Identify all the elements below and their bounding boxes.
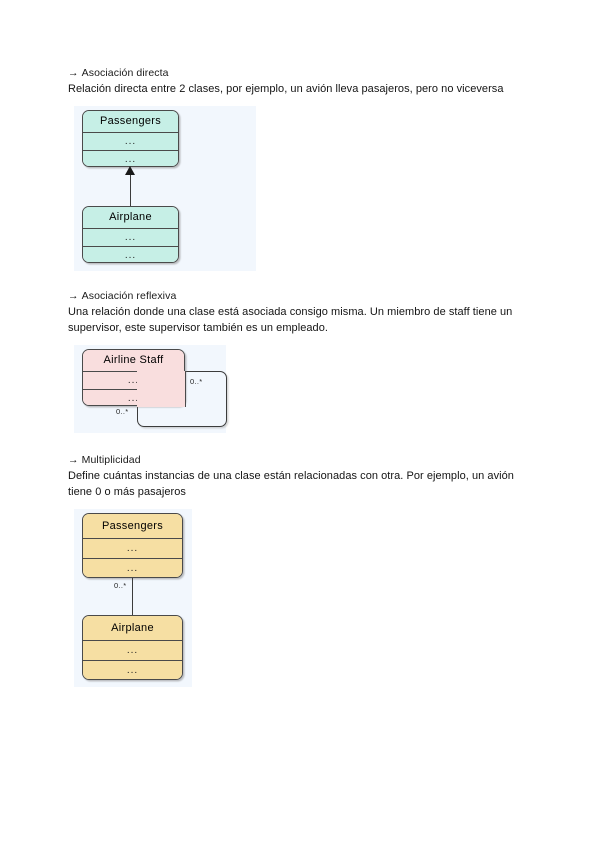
diagram-asociacion-directa: Passengers ... ... Airplane ... xyxy=(74,106,256,271)
arrow-icon: → xyxy=(68,290,79,302)
association-line xyxy=(131,578,134,615)
uml-class-passengers[interactable]: Passengers ... ... xyxy=(82,110,179,167)
uml-row-text: ... xyxy=(126,542,139,554)
diagram-multiplicidad: Passengers ... ... 0..* Airplane ... xyxy=(74,509,192,687)
arrowhead-icon xyxy=(125,166,135,175)
multiplicity-label-target: 0..* xyxy=(190,377,203,386)
uml-row-text: ... xyxy=(124,153,137,165)
uml-row-text: ... xyxy=(127,392,140,404)
document-content: →Asociación directa Relación directa ent… xyxy=(68,66,538,687)
section-heading-label: Asociación reflexiva xyxy=(81,290,177,302)
section-heading-label: Multiplicidad xyxy=(81,454,141,466)
uml-row-text: ... xyxy=(126,562,139,574)
arrow-icon: → xyxy=(68,67,79,79)
uml-class-attributes: ... xyxy=(83,640,182,660)
section-asociacion-directa: →Asociación directa Relación directa ent… xyxy=(68,66,538,271)
uml-class-title: Airplane xyxy=(83,616,182,640)
uml-class-title: Airplane xyxy=(83,207,178,228)
section-heading: →Asociación directa xyxy=(68,66,538,81)
uml-class-methods: ... xyxy=(83,558,182,577)
uml-class-title: Passengers xyxy=(83,111,178,132)
uml-class-title: Passengers xyxy=(83,514,182,538)
uml-row-text: ... xyxy=(124,249,137,261)
section-body-text: Una relación donde una clase está asocia… xyxy=(68,306,513,334)
uml-row-text: ... xyxy=(124,231,137,243)
uml-class-methods: ... xyxy=(83,660,182,679)
uml-row-text: ... xyxy=(126,664,139,676)
section-body-text: Define cuántas instancias de una clase e… xyxy=(68,470,514,498)
uml-class-methods: ... xyxy=(83,150,178,166)
section-body-text: Relación directa entre 2 clases, por eje… xyxy=(68,83,504,95)
uml-class-attributes: ... xyxy=(83,228,178,246)
uml-row-text: ... xyxy=(124,135,137,147)
uml-row-text: ... xyxy=(126,644,139,656)
uml-class-attributes: ... xyxy=(83,538,182,558)
uml-class-airplane[interactable]: Airplane ... ... xyxy=(82,615,183,680)
uml-class-title: Airline Staff xyxy=(83,350,184,371)
arrow-icon: → xyxy=(68,454,79,466)
uml-class-passengers[interactable]: Passengers ... ... xyxy=(82,513,183,578)
section-heading-label: Asociación directa xyxy=(81,67,169,79)
uml-class-attributes: ... xyxy=(83,132,178,150)
section-heading: →Asociación reflexiva xyxy=(68,289,538,304)
section-multiplicidad: →Multiplicidad Define cuántas instancias… xyxy=(68,453,538,687)
diagram-asociacion-reflexiva: Airline Staff ... ... 0..* 0..* xyxy=(74,345,227,433)
multiplicity-label: 0..* xyxy=(114,581,127,590)
multiplicity-label-source: 0..* xyxy=(116,407,129,416)
uml-class-airplane[interactable]: Airplane ... ... xyxy=(82,206,179,263)
section-asociacion-reflexiva: →Asociación reflexiva Una relación donde… xyxy=(68,289,538,433)
section-heading: →Multiplicidad xyxy=(68,453,538,468)
loop-mask xyxy=(137,371,186,407)
uml-class-methods: ... xyxy=(83,246,178,262)
association-line xyxy=(129,174,132,207)
uml-row-text: ... xyxy=(127,374,140,386)
